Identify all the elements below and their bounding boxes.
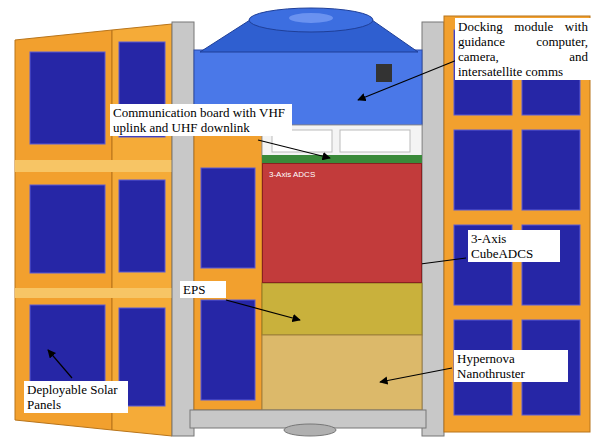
panel-hinge <box>15 288 172 298</box>
solar-cell <box>30 185 105 273</box>
pcb <box>262 155 422 163</box>
panel-hinge <box>15 160 172 172</box>
leader-arrow <box>48 350 72 378</box>
callout-label: Deployable Solar Panels <box>24 381 128 413</box>
leader-arrow <box>226 300 300 320</box>
part-label: 3-Axis ADCS <box>263 164 421 179</box>
comm-module <box>340 130 410 152</box>
spacer <box>200 140 256 141</box>
adcs-block: 3-Axis ADCS <box>262 163 422 283</box>
leader-arrow <box>380 368 452 382</box>
solar-cell <box>201 168 255 268</box>
body-panel <box>194 125 262 410</box>
solar-panel-frame <box>15 30 112 430</box>
chassis-rail <box>422 22 444 436</box>
solar-cell <box>454 130 512 210</box>
leader-arrow <box>258 140 330 158</box>
eps-block <box>262 283 422 335</box>
bracket <box>284 424 336 436</box>
thruster-block <box>262 335 422 410</box>
callout-label: Communication board with VHF uplink and … <box>110 104 292 136</box>
solar-cell <box>119 180 165 272</box>
solar-cell <box>30 52 105 144</box>
solar-cell <box>522 130 580 210</box>
chassis-rail <box>172 22 194 436</box>
camera <box>376 64 392 82</box>
docking-port <box>249 8 373 32</box>
callout-label: Docking module with guidance computer, c… <box>455 18 591 80</box>
callout-label: EPS <box>180 281 226 298</box>
callout-label: Hypernova Nanothruster <box>454 350 568 382</box>
solar-panel-frame <box>444 16 590 432</box>
leader-arrow <box>358 58 462 100</box>
solar-cell <box>201 300 255 400</box>
callout-label: 3-Axis CubeADCS <box>468 230 560 262</box>
docking-port <box>289 13 333 23</box>
solar-panel-frame <box>112 24 172 436</box>
